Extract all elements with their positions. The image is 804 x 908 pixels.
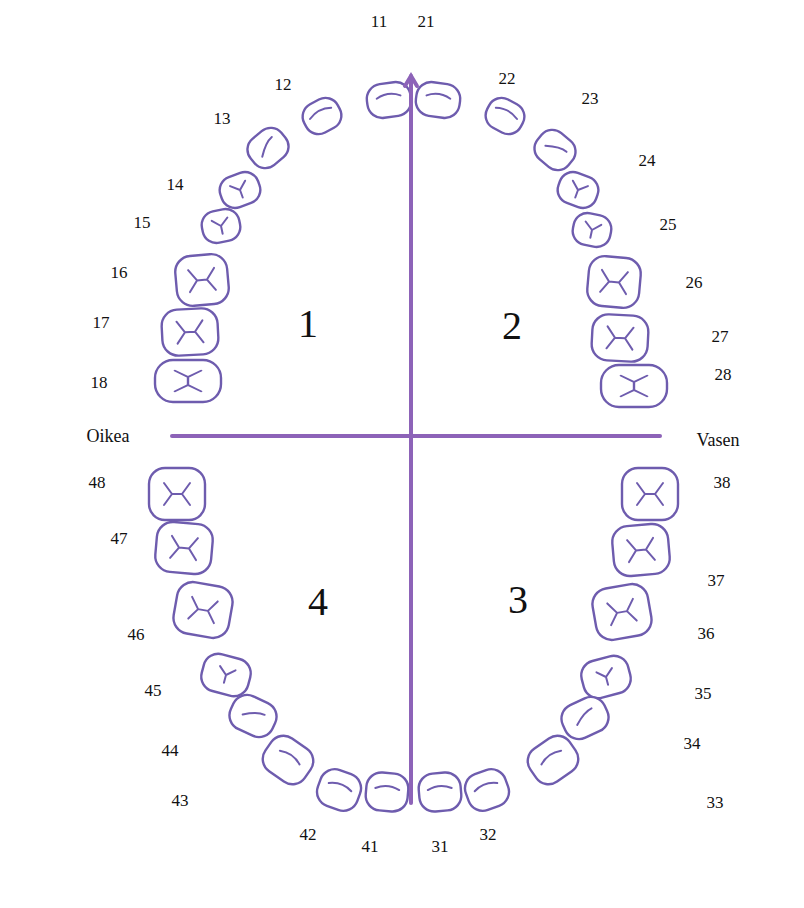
tooth-number: 27 <box>712 328 729 345</box>
tooth-number: 31 <box>432 838 449 855</box>
tooth-number: 46 <box>128 626 145 643</box>
tooth-number: 41 <box>362 838 379 855</box>
tooth-number: 43 <box>172 792 189 809</box>
tooth-number: 12 <box>275 76 292 93</box>
tooth-number: 21 <box>418 13 435 30</box>
lower-teeth <box>149 468 678 815</box>
quadrant-number: 2 <box>502 306 522 346</box>
tooth-number: 48 <box>89 474 106 491</box>
tooth-number: 22 <box>499 70 516 87</box>
tooth-number: 44 <box>162 742 179 759</box>
tooth-number: 16 <box>111 264 128 281</box>
tooth-number: 11 <box>371 13 387 30</box>
tooth-number: 34 <box>684 735 701 752</box>
tooth-number: 24 <box>639 152 656 169</box>
tooth-number: 17 <box>93 314 110 331</box>
tooth-number: 47 <box>111 530 128 547</box>
tooth-number: 25 <box>660 216 677 233</box>
tooth-number: 26 <box>686 274 703 291</box>
tooth-number: 14 <box>167 176 184 193</box>
tooth-number: 37 <box>708 572 725 589</box>
tooth-number: 13 <box>214 110 231 127</box>
tooth-number: 28 <box>715 366 732 383</box>
tooth-number: 15 <box>134 214 151 231</box>
side-label: Vasen <box>697 431 740 449</box>
quadrant-lines <box>172 76 660 803</box>
tooth-number: 35 <box>695 685 712 702</box>
quadrant-number: 1 <box>298 304 318 344</box>
quadrant-number: 4 <box>308 582 328 622</box>
quadrant-number: 3 <box>508 580 528 620</box>
tooth-number: 32 <box>480 826 497 843</box>
side-label: Oikea <box>87 427 130 445</box>
tooth-number: 36 <box>698 625 715 642</box>
tooth-number: 45 <box>145 682 162 699</box>
tooth-number: 33 <box>707 794 724 811</box>
tooth-number: 23 <box>582 90 599 107</box>
tooth-number: 38 <box>714 474 731 491</box>
tooth-number: 42 <box>300 826 317 843</box>
tooth-number: 18 <box>91 374 108 391</box>
